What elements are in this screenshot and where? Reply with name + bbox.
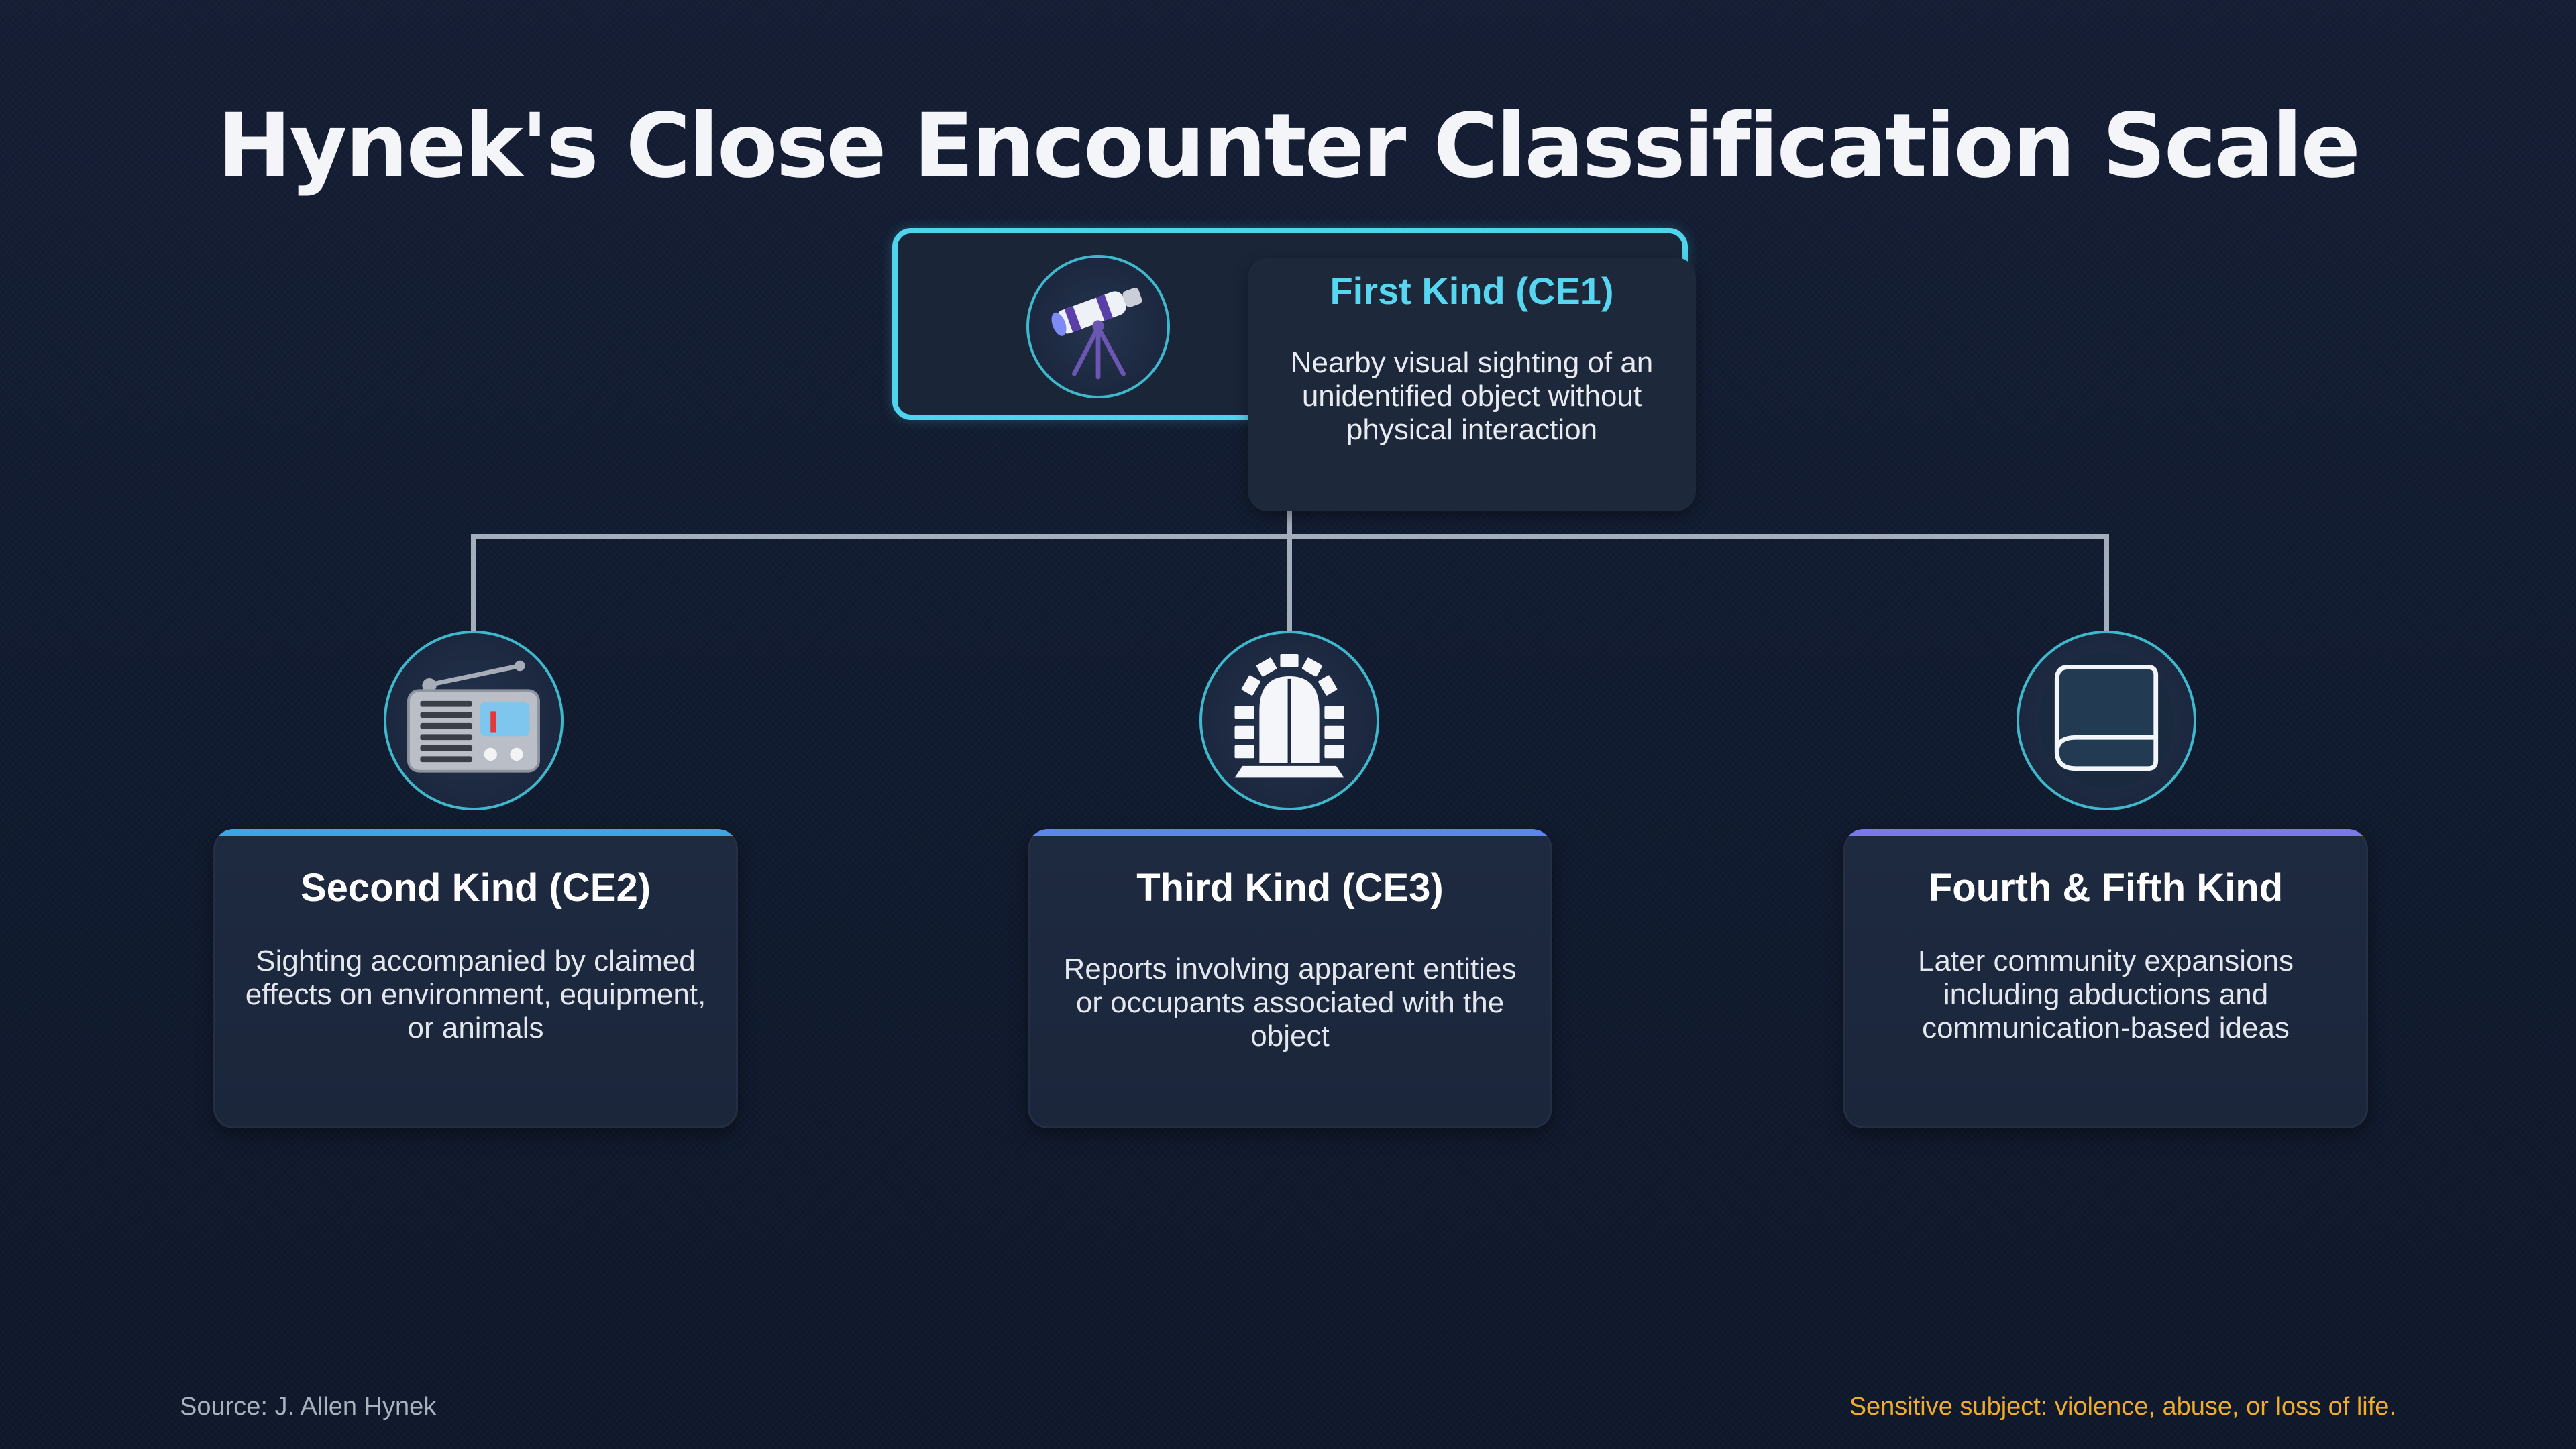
root-node-title: First Kind (CE1) <box>1330 270 1614 312</box>
page-title: Hynek's Close Encounter Classification S… <box>217 95 2361 198</box>
root-node-card[interactable]: First Kind (CE1) Nearby visual sighting … <box>1248 258 1696 511</box>
child-card-fourth-fifth[interactable]: Fourth & Fifth Kind Later community expa… <box>1843 829 2368 1128</box>
content-warning: Sensitive subject: violence, abuse, or l… <box>1849 1393 2396 1421</box>
child-card-description: Later community expansions including abd… <box>1917 945 2294 1044</box>
source-note: Source: J. Allen Hynek <box>180 1393 437 1421</box>
radio-icon <box>384 631 564 810</box>
child-card-description: Reports involving apparent entities or o… <box>1063 953 1517 1053</box>
telescope-icon <box>1026 255 1170 398</box>
card-accent-bar <box>213 829 738 836</box>
child-card-ce2[interactable]: Second Kind (CE2) Sighting accompanied b… <box>213 829 738 1128</box>
child-card-title: Third Kind (CE3) <box>1136 866 1444 910</box>
child-card-title: Second Kind (CE2) <box>300 866 651 910</box>
book-icon <box>2017 631 2196 810</box>
child-card-description: Sighting accompanied by claimed effects … <box>245 945 706 1044</box>
child-card-title: Fourth & Fifth Kind <box>1928 866 2284 910</box>
portal-arch-icon <box>1199 631 1379 810</box>
card-accent-bar <box>1843 829 2368 836</box>
card-accent-bar <box>1028 829 1552 836</box>
child-card-ce3[interactable]: Third Kind (CE3) Reports involving appar… <box>1028 829 1552 1128</box>
root-node-description: Nearby visual sighting of an unidentifie… <box>1290 346 1654 446</box>
